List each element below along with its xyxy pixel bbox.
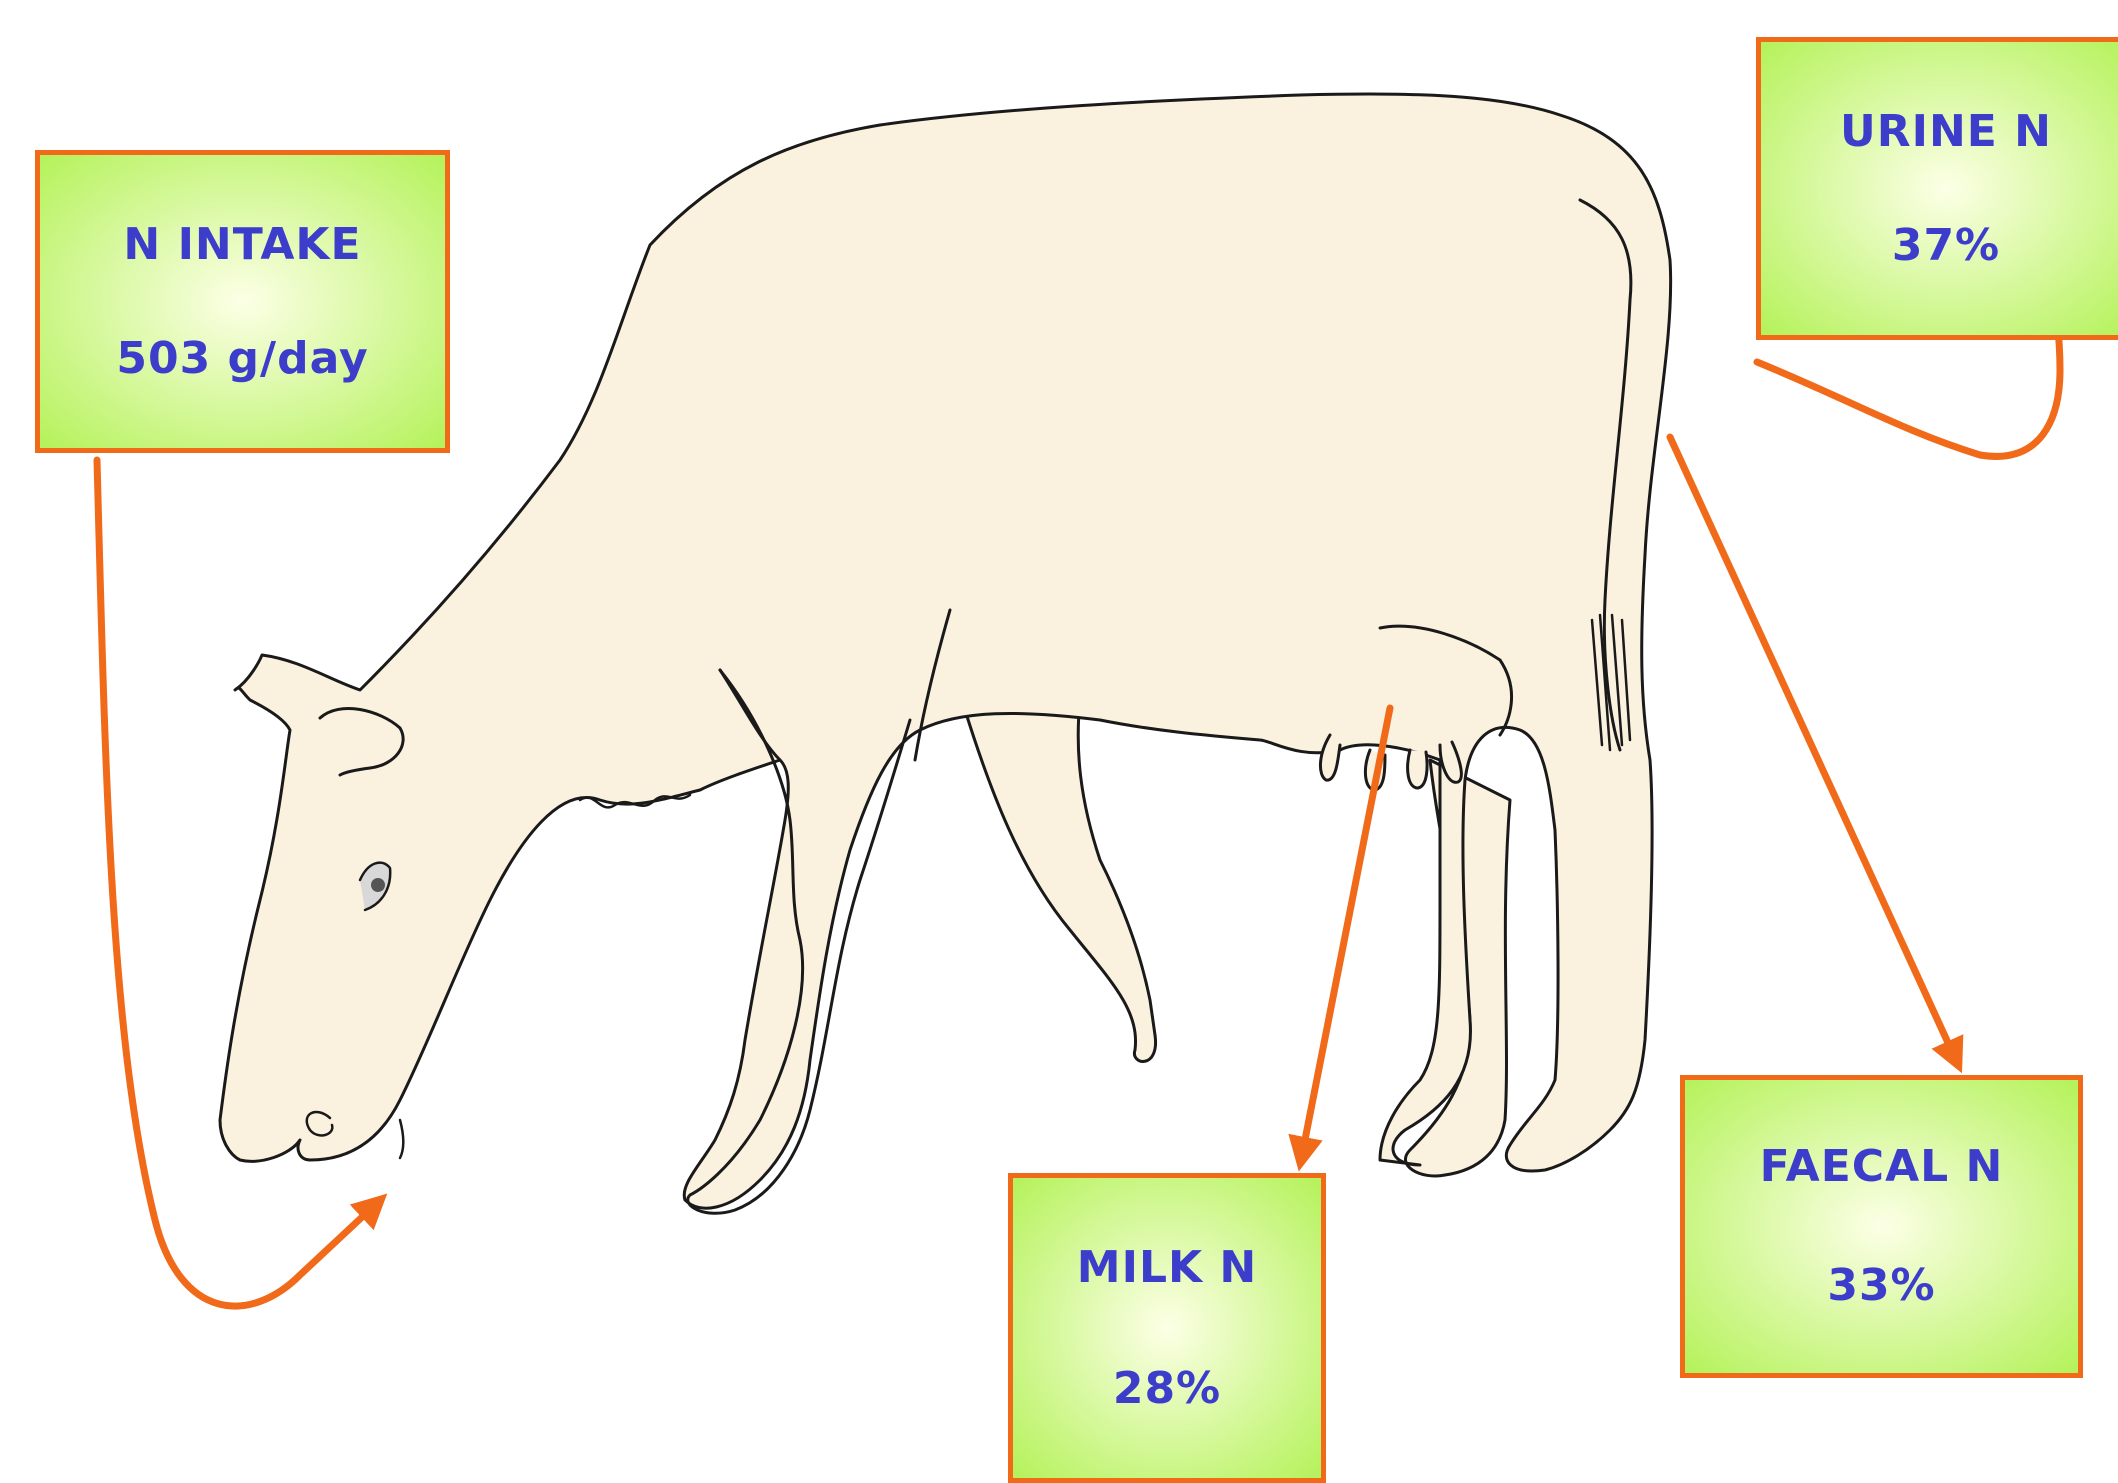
milk-n-box: MILK N 28% [1008, 1173, 1326, 1483]
n-intake-box: N INTAKE 503 g/day [35, 150, 450, 453]
cow-pupil [371, 878, 385, 892]
faecal-arrow [1670, 437, 1955, 1058]
urine-n-box: URINE N 37% [1756, 37, 2118, 340]
cow-teat-3 [1408, 750, 1427, 788]
n-intake-value: 503 g/day [116, 337, 368, 381]
cow-far-front-leg [965, 700, 1156, 1061]
n-intake-title: N INTAKE [123, 223, 361, 267]
milk-n-value: 28% [1113, 1367, 1221, 1411]
faecal-n-title: FAECAL N [1760, 1145, 2004, 1189]
faecal-n-value: 33% [1827, 1264, 1935, 1308]
milk-arrow [1302, 708, 1390, 1155]
milk-n-title: MILK N [1077, 1246, 1257, 1290]
urine-n-title: URINE N [1840, 110, 2052, 154]
urine-n-value: 37% [1892, 224, 2000, 268]
faecal-n-box: FAECAL N 33% [1680, 1075, 2083, 1378]
cow-mouth [400, 1120, 403, 1158]
